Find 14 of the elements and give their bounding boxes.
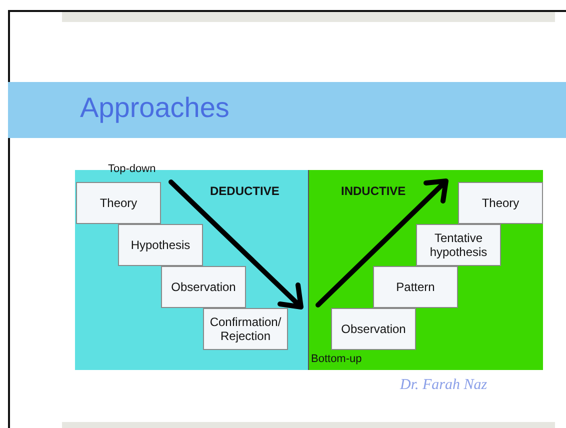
step-box: Pattern bbox=[373, 266, 458, 308]
step-box: Confirmation/ Rejection bbox=[203, 308, 288, 350]
step-box: Observation bbox=[161, 266, 246, 308]
approach-panel bbox=[308, 170, 543, 370]
author-credit: Dr. Farah Naz bbox=[400, 377, 488, 394]
step-box: Observation bbox=[331, 308, 416, 350]
slide-title: Approaches bbox=[80, 92, 230, 124]
panel-heading: DEDUCTIVE bbox=[210, 184, 280, 198]
step-box: Tentative hypothesis bbox=[416, 224, 501, 266]
step-box: Hypothesis bbox=[118, 224, 203, 266]
step-box: Theory bbox=[458, 182, 543, 224]
panel-heading: INDUCTIVE bbox=[341, 184, 406, 198]
step-box: Theory bbox=[76, 182, 161, 224]
direction-label: Bottom-up bbox=[311, 353, 362, 365]
